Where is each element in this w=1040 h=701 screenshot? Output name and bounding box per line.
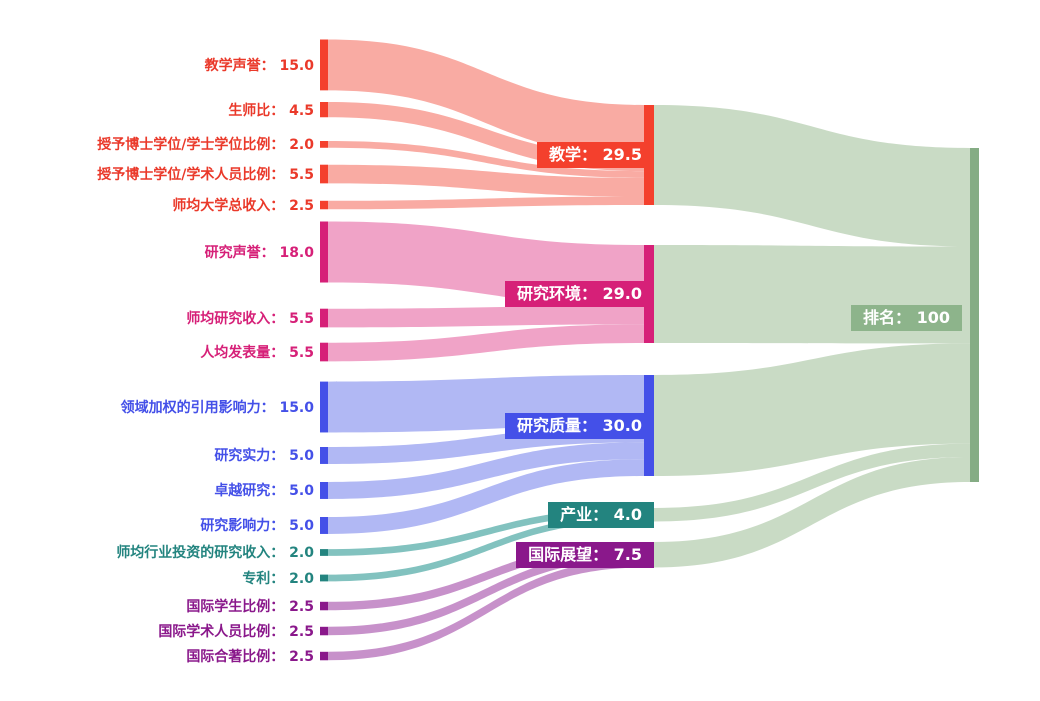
sankey-link-research-environment-source-2 <box>328 324 644 362</box>
sankey-link-international-outlook-rank <box>654 456 970 568</box>
sankey-link-research-environment-rank <box>654 245 970 344</box>
sankey-link-industry-source-1 <box>328 514 644 582</box>
sankey-node-source-research-quality-1[interactable] <box>320 447 328 464</box>
sankey-node-source-research-environment-0[interactable] <box>320 221 328 283</box>
sankey-link-teaching-source-0 <box>328 39 644 156</box>
sankey-link-research-quality-source-2 <box>328 442 644 499</box>
sankey-node-industry[interactable] <box>644 508 654 522</box>
sankey-node-research-environment[interactable] <box>644 245 654 343</box>
sankey-node-rank[interactable] <box>970 148 979 482</box>
sankey-node-source-international-outlook-1[interactable] <box>320 626 328 636</box>
sankey-node-source-teaching-1[interactable] <box>320 102 328 118</box>
sankey-link-industry-rank <box>654 443 970 522</box>
sankey-node-research-quality[interactable] <box>644 375 654 476</box>
sankey-node-source-industry-1[interactable] <box>320 574 328 582</box>
sankey-link-international-outlook-source-1 <box>328 550 644 636</box>
sankey-node-source-teaching-2[interactable] <box>320 141 328 148</box>
sankey-link-teaching-source-2 <box>328 141 644 178</box>
sankey-node-source-research-quality-3[interactable] <box>320 517 328 534</box>
sankey-node-source-research-environment-1[interactable] <box>320 308 328 328</box>
sankey-link-research-environment-source-0 <box>328 221 644 306</box>
sankey-link-research-environment-source-1 <box>328 305 644 328</box>
sankey-node-teaching[interactable] <box>644 105 654 205</box>
sankey-node-source-research-quality-2[interactable] <box>320 482 328 499</box>
sankey-link-research-quality-source-3 <box>328 459 644 534</box>
sankey-link-research-quality-source-0 <box>328 375 644 433</box>
sankey-node-source-teaching-3[interactable] <box>320 164 328 184</box>
sankey-link-international-outlook-source-2 <box>328 559 644 661</box>
sankey-link-teaching-rank <box>654 105 970 247</box>
sankey-link-teaching-source-3 <box>328 164 644 197</box>
sankey-node-source-international-outlook-0[interactable] <box>320 601 328 611</box>
sankey-link-teaching-source-4 <box>328 196 644 210</box>
sankey-node-source-industry-0[interactable] <box>320 549 328 556</box>
sankey-node-international-outlook[interactable] <box>644 542 654 568</box>
sankey-link-industry-source-0 <box>328 508 644 556</box>
sankey-node-source-teaching-4[interactable] <box>320 200 328 210</box>
sankey-link-research-quality-rank <box>654 343 970 476</box>
sankey-node-source-research-quality-0[interactable] <box>320 381 328 433</box>
sankey-node-source-teaching-0[interactable] <box>320 39 328 91</box>
sankey-link-international-outlook-source-0 <box>328 542 644 611</box>
sankey-node-source-international-outlook-2[interactable] <box>320 651 328 661</box>
sankey-node-source-research-environment-2[interactable] <box>320 342 328 362</box>
